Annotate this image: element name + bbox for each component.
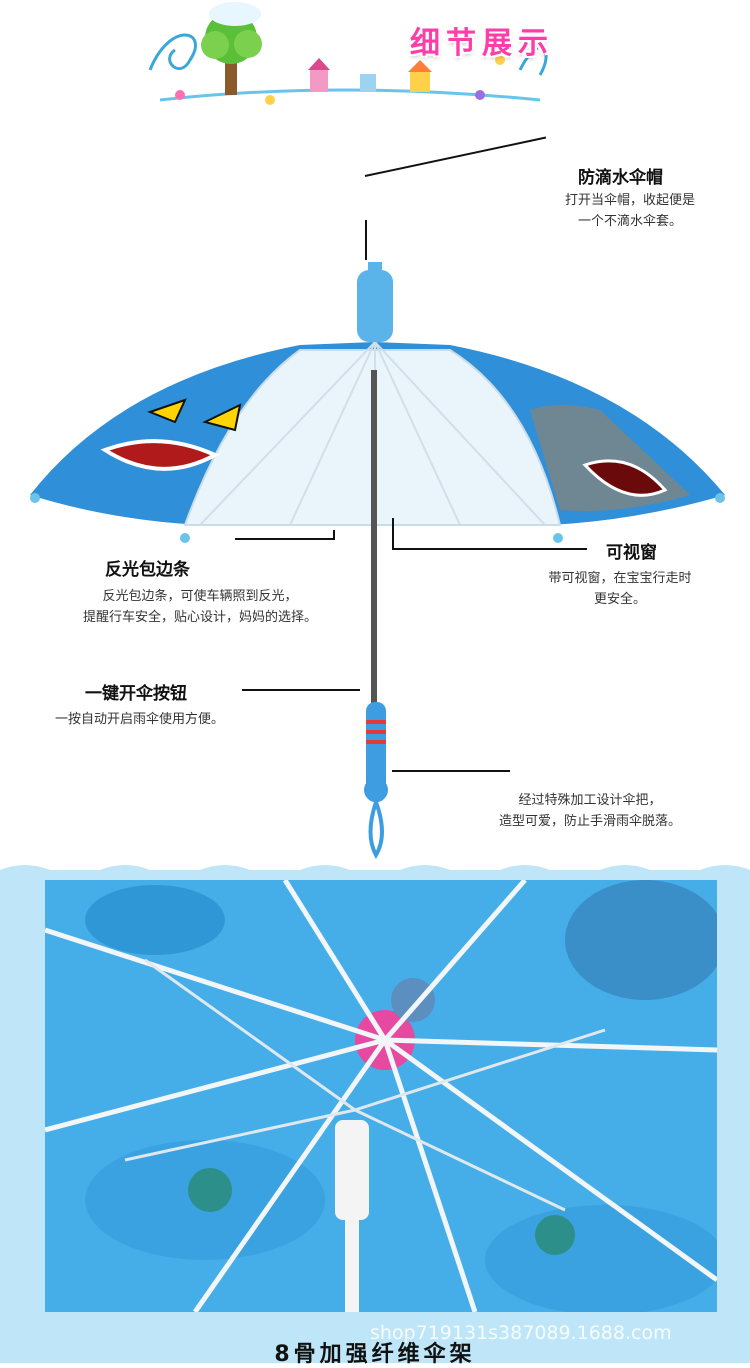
reflective-desc: 反光包边条，可使车辆照到反光， 提醒行车安全，贴心设计，妈妈的选择。 — [35, 586, 365, 628]
cap-callout-line-vertical — [365, 220, 367, 260]
cap-desc-line1: 打开当伞帽，收起便是 — [564, 193, 695, 208]
banner: 细节展示 — [140, 0, 560, 125]
shop-watermark: shop719131s387089.1688.com — [370, 1322, 672, 1344]
umbrella-frame-photo — [45, 880, 717, 1312]
handle-callout-line — [392, 770, 510, 772]
window-desc: 带可视窗，在宝宝行走时 更安全。 — [515, 568, 725, 610]
handle-desc: 经过特殊加工设计伞把， 造型可爱，防止手滑雨伞脱落。 — [460, 790, 720, 832]
button-desc: 一按自动开启雨伞使用方便。 — [55, 712, 225, 727]
reflective-callout-line — [235, 538, 335, 540]
reflective-callout-tick — [333, 530, 335, 540]
window-desc-line1: 带可视窗，在宝宝行走时 — [548, 571, 692, 586]
window-desc-line2: 更安全。 — [593, 592, 646, 607]
handle-desc-line1: 经过特殊加工设计伞把， — [518, 793, 662, 808]
reflective-desc-line1: 反光包边条，可使车辆照到反光， — [102, 589, 298, 604]
cap-desc-line2: 一个不滴水伞套。 — [577, 214, 682, 229]
button-callout-line — [242, 689, 360, 691]
handle-desc-line2: 造型可爱，防止手滑雨伞脱落。 — [498, 814, 681, 829]
banner-decoration-icon — [148, 2, 548, 105]
umbrella-illustration — [30, 262, 725, 860]
cap-title: 防滴水伞帽 — [578, 168, 663, 188]
banner-title: 细节展示 — [410, 26, 554, 61]
umbrella-ribs-icon — [45, 880, 717, 1312]
button-title: 一键开伞按钮 — [85, 684, 187, 704]
cap-desc: 打开当伞帽，收起便是 一个不滴水伞套。 — [535, 190, 725, 232]
frame-title: 8骨加强纤维伞架 — [274, 1342, 476, 1367]
wave-edge-icon — [0, 865, 750, 880]
window-callout-tick — [392, 518, 394, 548]
reflective-desc-line2: 提醒行车安全，贴心设计，妈妈的选择。 — [82, 610, 317, 625]
window-callout-line — [392, 548, 587, 550]
reflective-title: 反光包边条 — [105, 560, 190, 580]
window-title: 可视窗 — [606, 543, 657, 563]
cap-callout-line — [364, 136, 547, 177]
